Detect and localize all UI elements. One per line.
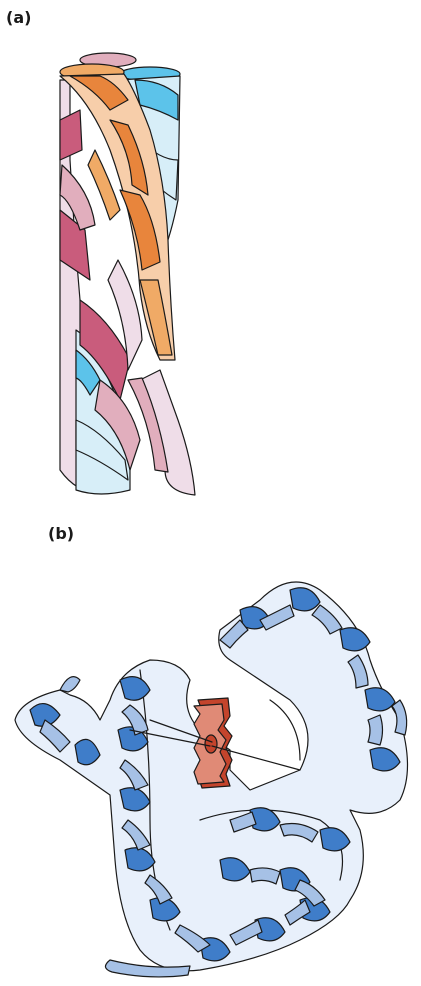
helix-light-segments [39, 604, 408, 953]
triple-helix-illustration [59, 52, 196, 496]
orange-helix-strand [59, 63, 176, 361]
ligand-bond-line [129, 729, 211, 747]
panel-label-a: (a) [6, 8, 32, 27]
protein-ribbon-illustration [14, 581, 409, 978]
ribbon-tail [104, 959, 191, 978]
ribbon-curl [59, 676, 81, 693]
panel-label-b: (b) [48, 524, 75, 543]
pink-front-ribbons [79, 259, 143, 471]
ligand-molecule [129, 697, 301, 789]
